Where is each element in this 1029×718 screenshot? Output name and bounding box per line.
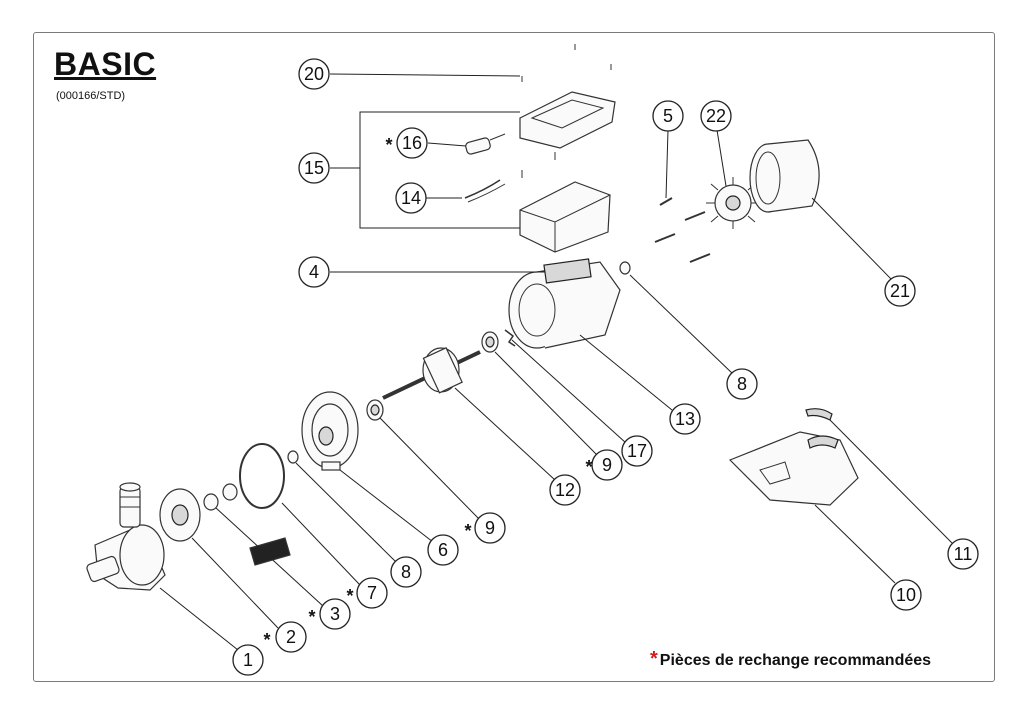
svg-text:5: 5 <box>663 106 673 126</box>
part-impeller <box>159 488 201 542</box>
callout-16: 16 * <box>385 127 428 159</box>
svg-text:17: 17 <box>627 441 647 461</box>
svg-text:4: 4 <box>309 262 319 282</box>
part-pump-body <box>86 482 166 591</box>
part-base <box>728 431 859 506</box>
svg-text:13: 13 <box>675 409 695 429</box>
callout-2: 2 * <box>263 621 307 653</box>
callout-5: 5 <box>652 100 684 132</box>
callout-8-rear: 8 <box>726 368 758 400</box>
legend-star: * <box>650 648 658 670</box>
part-cable <box>464 179 506 203</box>
part-bearing-rear <box>481 329 516 353</box>
svg-text:8: 8 <box>401 562 411 582</box>
svg-text:2: 2 <box>286 627 296 647</box>
diagram-frame <box>33 32 995 682</box>
callout-22: 22 <box>700 100 732 132</box>
svg-text:9: 9 <box>602 455 612 475</box>
callout-7: 7 * <box>346 577 388 609</box>
callout-10: 10 <box>890 579 922 611</box>
recommended-star: * <box>263 630 270 650</box>
svg-text:11: 11 <box>954 544 973 564</box>
callout-9-rear: 9 * <box>585 449 623 481</box>
callout-8-front: 8 <box>390 556 422 588</box>
leader-lines <box>159 73 953 651</box>
svg-text:21: 21 <box>890 281 910 301</box>
part-terminal-box <box>519 181 611 253</box>
part-box-cover <box>519 91 616 149</box>
svg-text:7: 7 <box>367 583 377 603</box>
part-base-rubber <box>805 408 833 421</box>
part-bearing-front <box>366 399 384 421</box>
svg-text:14: 14 <box>401 188 421 208</box>
part-flange <box>301 391 359 471</box>
callout-17: 17 <box>621 435 653 467</box>
svg-text:12: 12 <box>555 480 575 500</box>
recommended-star: * <box>346 586 353 606</box>
part-fan-cover <box>749 139 820 213</box>
callout-11: 11 <box>947 538 979 570</box>
recommended-star: * <box>464 521 471 541</box>
legend-text: Pièces de rechange recommandées <box>659 652 932 669</box>
diagram-subtitle: (000166/STD) <box>56 90 126 102</box>
callout-13: 13 <box>669 403 701 435</box>
svg-text:15: 15 <box>304 158 324 178</box>
svg-text:6: 6 <box>438 540 448 560</box>
callout-3: 3 * <box>308 598 351 630</box>
legend-recommended-parts: *Pièces de rechange recommandées <box>650 648 931 671</box>
part-small-bearing <box>287 450 299 464</box>
callout-21: 21 <box>884 275 916 307</box>
svg-text:3: 3 <box>330 604 340 624</box>
recommended-star: * <box>585 457 592 477</box>
callout-20: 20 <box>298 58 330 90</box>
callout-15: 15 <box>298 152 330 184</box>
part-capacitor <box>465 133 506 155</box>
part-oring <box>239 443 285 509</box>
callout-9-front: 9 * <box>464 512 506 544</box>
part-screws <box>521 44 711 263</box>
svg-text:16: 16 <box>402 133 422 153</box>
svg-text:20: 20 <box>304 64 324 84</box>
callout-12: 12 <box>549 474 581 506</box>
svg-text:1: 1 <box>243 650 253 670</box>
recommended-star: * <box>385 135 392 155</box>
part-shaft-rotor <box>382 346 481 400</box>
svg-text:9: 9 <box>485 518 495 538</box>
recommended-star: * <box>308 607 315 627</box>
callout-6: 6 <box>427 534 459 566</box>
diagram-title: BASIC <box>54 46 157 82</box>
svg-text:8: 8 <box>737 374 747 394</box>
part-seal-rings <box>203 483 291 566</box>
callout-14: 14 <box>395 182 427 214</box>
svg-text:10: 10 <box>896 585 916 605</box>
callout-4: 4 <box>298 256 330 288</box>
part-fan <box>706 177 760 229</box>
svg-text:22: 22 <box>706 106 726 126</box>
callout-1: 1 <box>232 644 264 676</box>
